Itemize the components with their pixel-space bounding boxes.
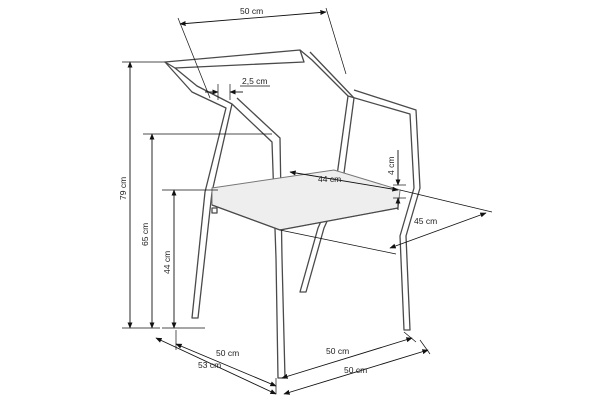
dim-seat-depth: 45 cm — [279, 189, 493, 255]
frame-connector — [211, 207, 218, 214]
label-side-depth: 50 cm — [216, 348, 239, 358]
label-top-width: 50 cm — [240, 6, 263, 16]
dim-seat-height: 44 cm — [162, 189, 218, 329]
front-right-leg — [347, 89, 421, 331]
label-armrest-height: 65 cm — [140, 223, 150, 246]
dim-top-width: 50 cm — [177, 6, 347, 99]
dim-bottom-width: 50 cm — [283, 339, 431, 395]
label-seat-height: 44 cm — [162, 251, 172, 274]
label-bottom-width: 50 cm — [344, 365, 367, 375]
label-slat: 2,5 cm — [242, 76, 268, 86]
seat-cushion — [211, 169, 401, 231]
label-seat-width: 44 cm — [318, 174, 341, 184]
label-seat-depth: 45 cm — [414, 216, 437, 226]
back-left-leg — [164, 61, 233, 319]
back-right-leg — [299, 49, 355, 293]
label-total-height: 79 cm — [118, 177, 128, 200]
backrest-slat — [164, 49, 305, 69]
dim-seat-width: 44 cm — [289, 170, 399, 192]
dim-armrest-height: 65 cm — [140, 133, 272, 329]
dim-bottom-side: 50 cm — [175, 330, 277, 394]
dim-overall-depth: 53 cm — [155, 337, 277, 395]
chair-frame — [164, 49, 421, 379]
front-left-leg — [231, 97, 286, 379]
dim-total-height: 79 cm — [118, 61, 165, 329]
label-seat-thickness: 4 cm — [386, 157, 396, 175]
dim-slat: 2,5 cm — [205, 76, 270, 100]
label-overall-depth: 53 cm — [198, 360, 221, 370]
label-front-width: 50 cm — [326, 346, 349, 356]
dim-seat-thickness: 4 cm — [386, 150, 406, 210]
